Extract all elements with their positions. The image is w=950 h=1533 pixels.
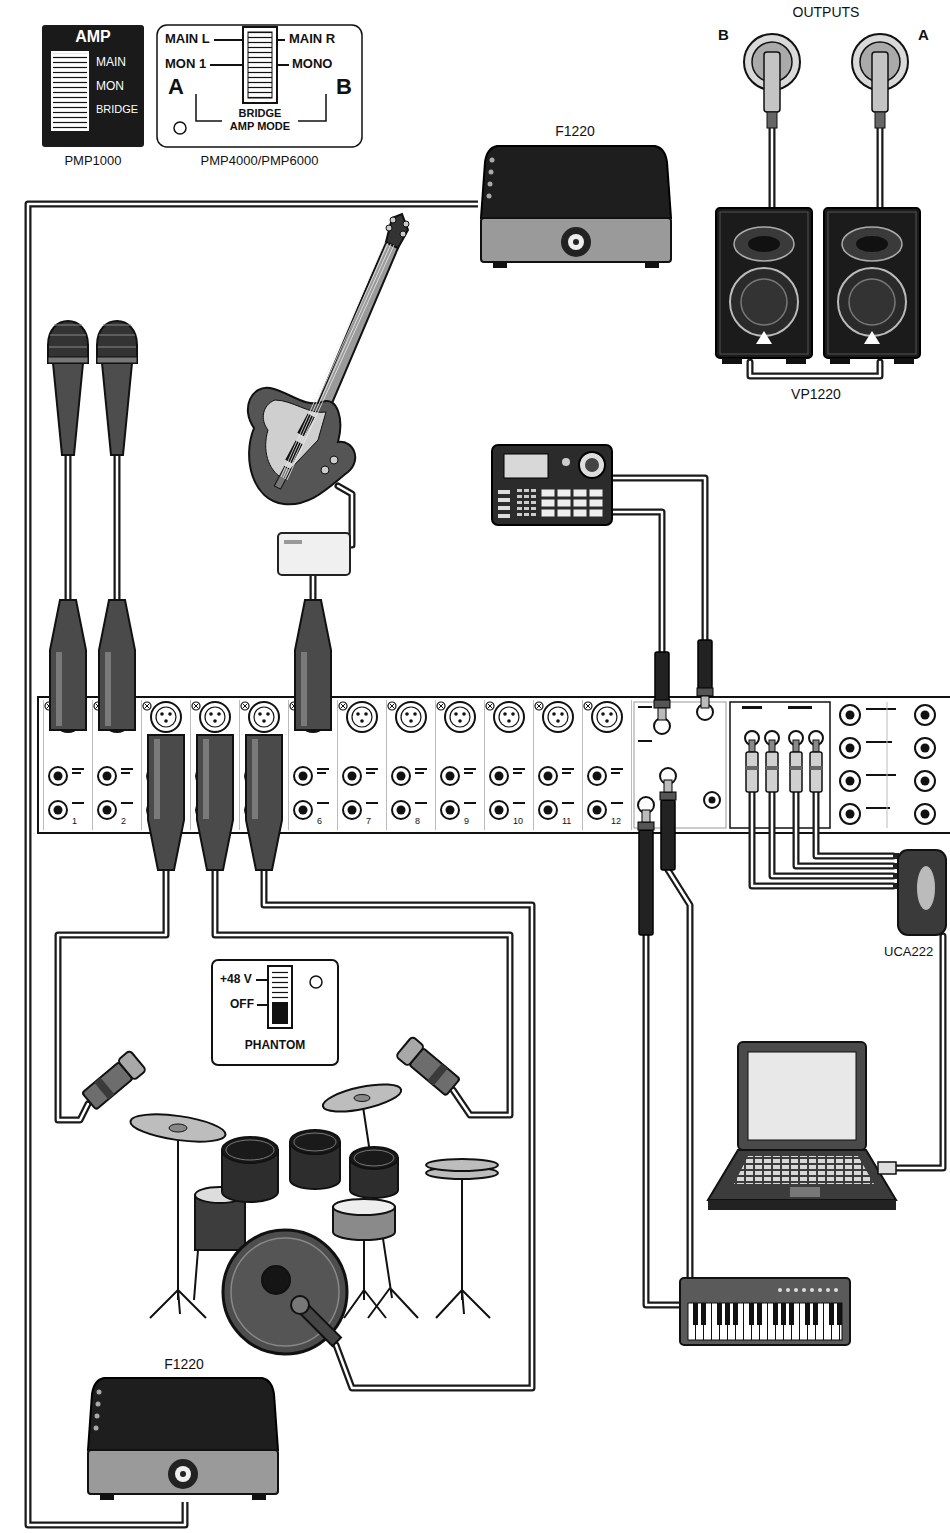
bridge-mode-panel: MAIN L MAIN R MON 1 MONO A B BRIDGE AMP MODE PM… xyxy=(155,23,366,175)
jack-plugs xyxy=(638,640,713,935)
channel-number: 1 xyxy=(72,816,77,827)
mode-label: BRIDGE AMP MODE xyxy=(227,107,293,132)
switch-position: +48 V xyxy=(220,972,252,986)
switch-position: MAIN L xyxy=(165,31,210,47)
monitor-wedge xyxy=(481,146,671,268)
audio-cables xyxy=(58,128,943,1388)
outputs-title: OUTPUTS xyxy=(776,4,876,21)
channel-number: 9 xyxy=(464,816,469,827)
drum-microphones xyxy=(81,1036,462,1348)
cable-outline xyxy=(28,204,478,1525)
handheld-microphones xyxy=(48,321,137,455)
di-box xyxy=(278,533,350,575)
model-name: VP1220 xyxy=(712,386,920,403)
switch-position: MAIN xyxy=(96,55,126,69)
channel-number: 11 xyxy=(562,816,571,827)
channel-number: 10 xyxy=(513,816,523,827)
channel-number: 12 xyxy=(611,816,621,827)
switch-position: OFF xyxy=(230,997,254,1011)
speaker-cable xyxy=(28,204,478,1525)
speakon-outputs xyxy=(744,34,908,128)
monitor-speaker: F1220 xyxy=(85,1352,285,1502)
model-name: PMP1000 xyxy=(40,153,146,169)
model-name: F1220 xyxy=(478,123,672,140)
switch-position: MAIN R xyxy=(289,31,335,47)
model-name: UCA222 xyxy=(884,944,933,960)
panel-title: AMP xyxy=(42,27,144,46)
channel-number: 8 xyxy=(415,816,420,827)
panel-title: PHANTOM xyxy=(212,1038,338,1052)
amp-panel-graphic xyxy=(42,25,144,147)
monitor-speaker: F1220 xyxy=(478,120,674,272)
channel-number: 7 xyxy=(366,816,371,827)
laptop xyxy=(708,1042,896,1210)
channel-letter: A xyxy=(168,74,184,100)
switch-position: BRIDGE xyxy=(96,103,138,116)
monitor-wedge xyxy=(88,1378,278,1500)
bridge-panel-graphic xyxy=(157,25,362,147)
speaker-pair: VP1220 xyxy=(712,205,922,410)
model-name: F1220 xyxy=(85,1356,283,1373)
xlr-plugs xyxy=(50,600,331,870)
keyboard xyxy=(680,1278,850,1345)
drum-kit xyxy=(129,1079,498,1354)
speaker-pair xyxy=(716,208,920,364)
output-letter: B xyxy=(718,26,729,44)
phantom-switch-panel: +48 V OFF PHANTOM xyxy=(212,960,340,1065)
channel-number: 6 xyxy=(317,816,322,827)
channel-number: 2 xyxy=(121,816,126,827)
amp-mode-panel: AMP MAIN MON BRIDGE PMP1000 xyxy=(40,23,148,175)
bass-guitar xyxy=(248,214,409,504)
model-name: PMP4000/PMP6000 xyxy=(155,153,364,169)
drum-machine xyxy=(492,445,612,525)
usb-interface: UCA222 xyxy=(884,846,948,970)
channel-letter: B xyxy=(336,74,352,100)
phantom-panel-graphic xyxy=(212,960,338,1065)
cable-core xyxy=(28,204,478,1525)
switch-position: MONO xyxy=(292,56,332,72)
switch-position: MON xyxy=(96,79,124,93)
usb-interface xyxy=(893,850,946,935)
output-letter: A xyxy=(918,26,929,44)
switch-position: MON 1 xyxy=(165,56,206,72)
rca-plugs xyxy=(746,740,822,792)
